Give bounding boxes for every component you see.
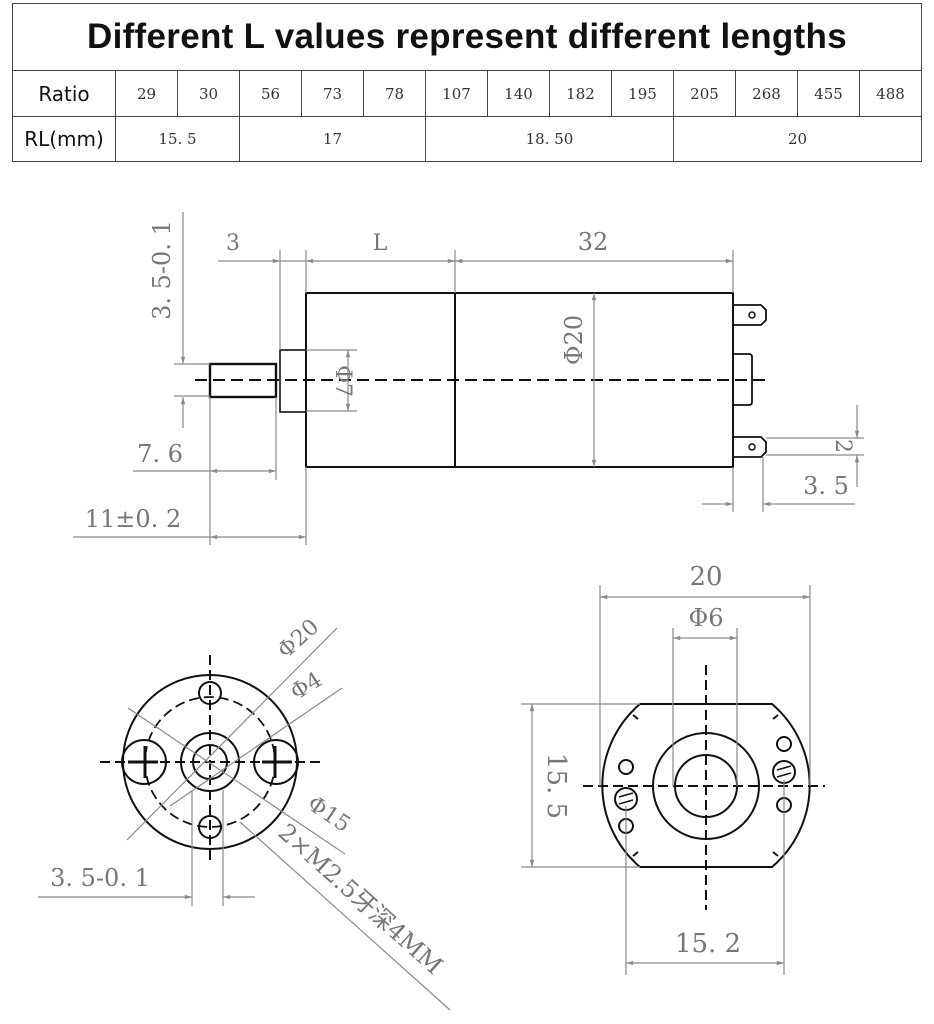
ratio-cell: 182: [549, 70, 612, 117]
dim-total-shaft: 11±0. 2: [85, 505, 181, 533]
dim-shaft-flat-front: 3. 5-0. 1: [50, 864, 150, 892]
dim-shaft-flat: 3. 5-0. 1: [148, 220, 176, 320]
ratio-cell: 107: [425, 70, 488, 117]
ratio-cell: 140: [487, 70, 550, 117]
rl-cell: 18. 50: [425, 116, 674, 162]
ratio-cell: 205: [673, 70, 736, 117]
dim-boss: 3: [226, 231, 240, 256]
dim-body-diameter: Φ20: [560, 315, 588, 365]
ratio-cell: 73: [301, 70, 364, 117]
ratio-cell: 268: [735, 70, 798, 117]
side-view: 3. 5-0. 1 3 L 32 Φ7 Φ20 7. 6 11±0. 2 2 3…: [73, 212, 864, 545]
rl-cell: 17: [239, 116, 426, 162]
ratio-cell: 30: [177, 70, 240, 117]
dim-gearbox-length: L: [373, 231, 388, 256]
dim-outer-diameter: Φ20: [273, 614, 324, 663]
dim-shaft-length: 7. 6: [137, 440, 183, 468]
rl-header: RL(mm): [12, 116, 116, 162]
ratio-cell: 488: [859, 70, 922, 117]
rl-cell: 15. 5: [115, 116, 240, 162]
dim-terminal-spacing: 15. 2: [675, 929, 741, 959]
ratio-row: Ratio 29 30 56 73 78 107 140 182 195 205…: [12, 70, 922, 117]
ratio-header: Ratio: [12, 70, 116, 117]
dim-boss-diameter: Φ7: [330, 365, 355, 397]
technical-drawing: 3. 5-0. 1 3 L 32 Φ7 Φ20 7. 6 11±0. 2 2 3…: [38, 212, 864, 1011]
dim-rear-height: 15. 5: [541, 753, 571, 819]
rl-cell: 20: [673, 116, 922, 162]
thread-note: 2×M2.5牙深4MM: [273, 818, 448, 980]
ratio-cell: 29: [115, 70, 178, 117]
dim-bearing-diameter: Φ6: [689, 604, 724, 632]
ratio-cell: 195: [611, 70, 674, 117]
rear-view: 20 Φ6 15. 5 15. 2: [521, 562, 825, 975]
dim-terminal-gap: 2: [830, 439, 855, 453]
dim-terminal-length: 3. 5: [803, 472, 849, 500]
dim-motor-length: 32: [578, 228, 609, 256]
dim-rear-width: 20: [689, 562, 722, 592]
rl-row: RL(mm) 15. 5 17 18. 50 20: [12, 116, 922, 162]
table-title: Different L values represent different l…: [12, 3, 922, 71]
ratio-cell: 78: [363, 70, 426, 117]
ratio-cell: 56: [239, 70, 302, 117]
ratio-cell: 455: [797, 70, 860, 117]
spec-table: Different L values represent different l…: [12, 3, 922, 162]
front-view: Φ20 Φ4 Φ15 3. 5-0. 1 2×M2.5牙深4MM: [38, 614, 451, 1011]
